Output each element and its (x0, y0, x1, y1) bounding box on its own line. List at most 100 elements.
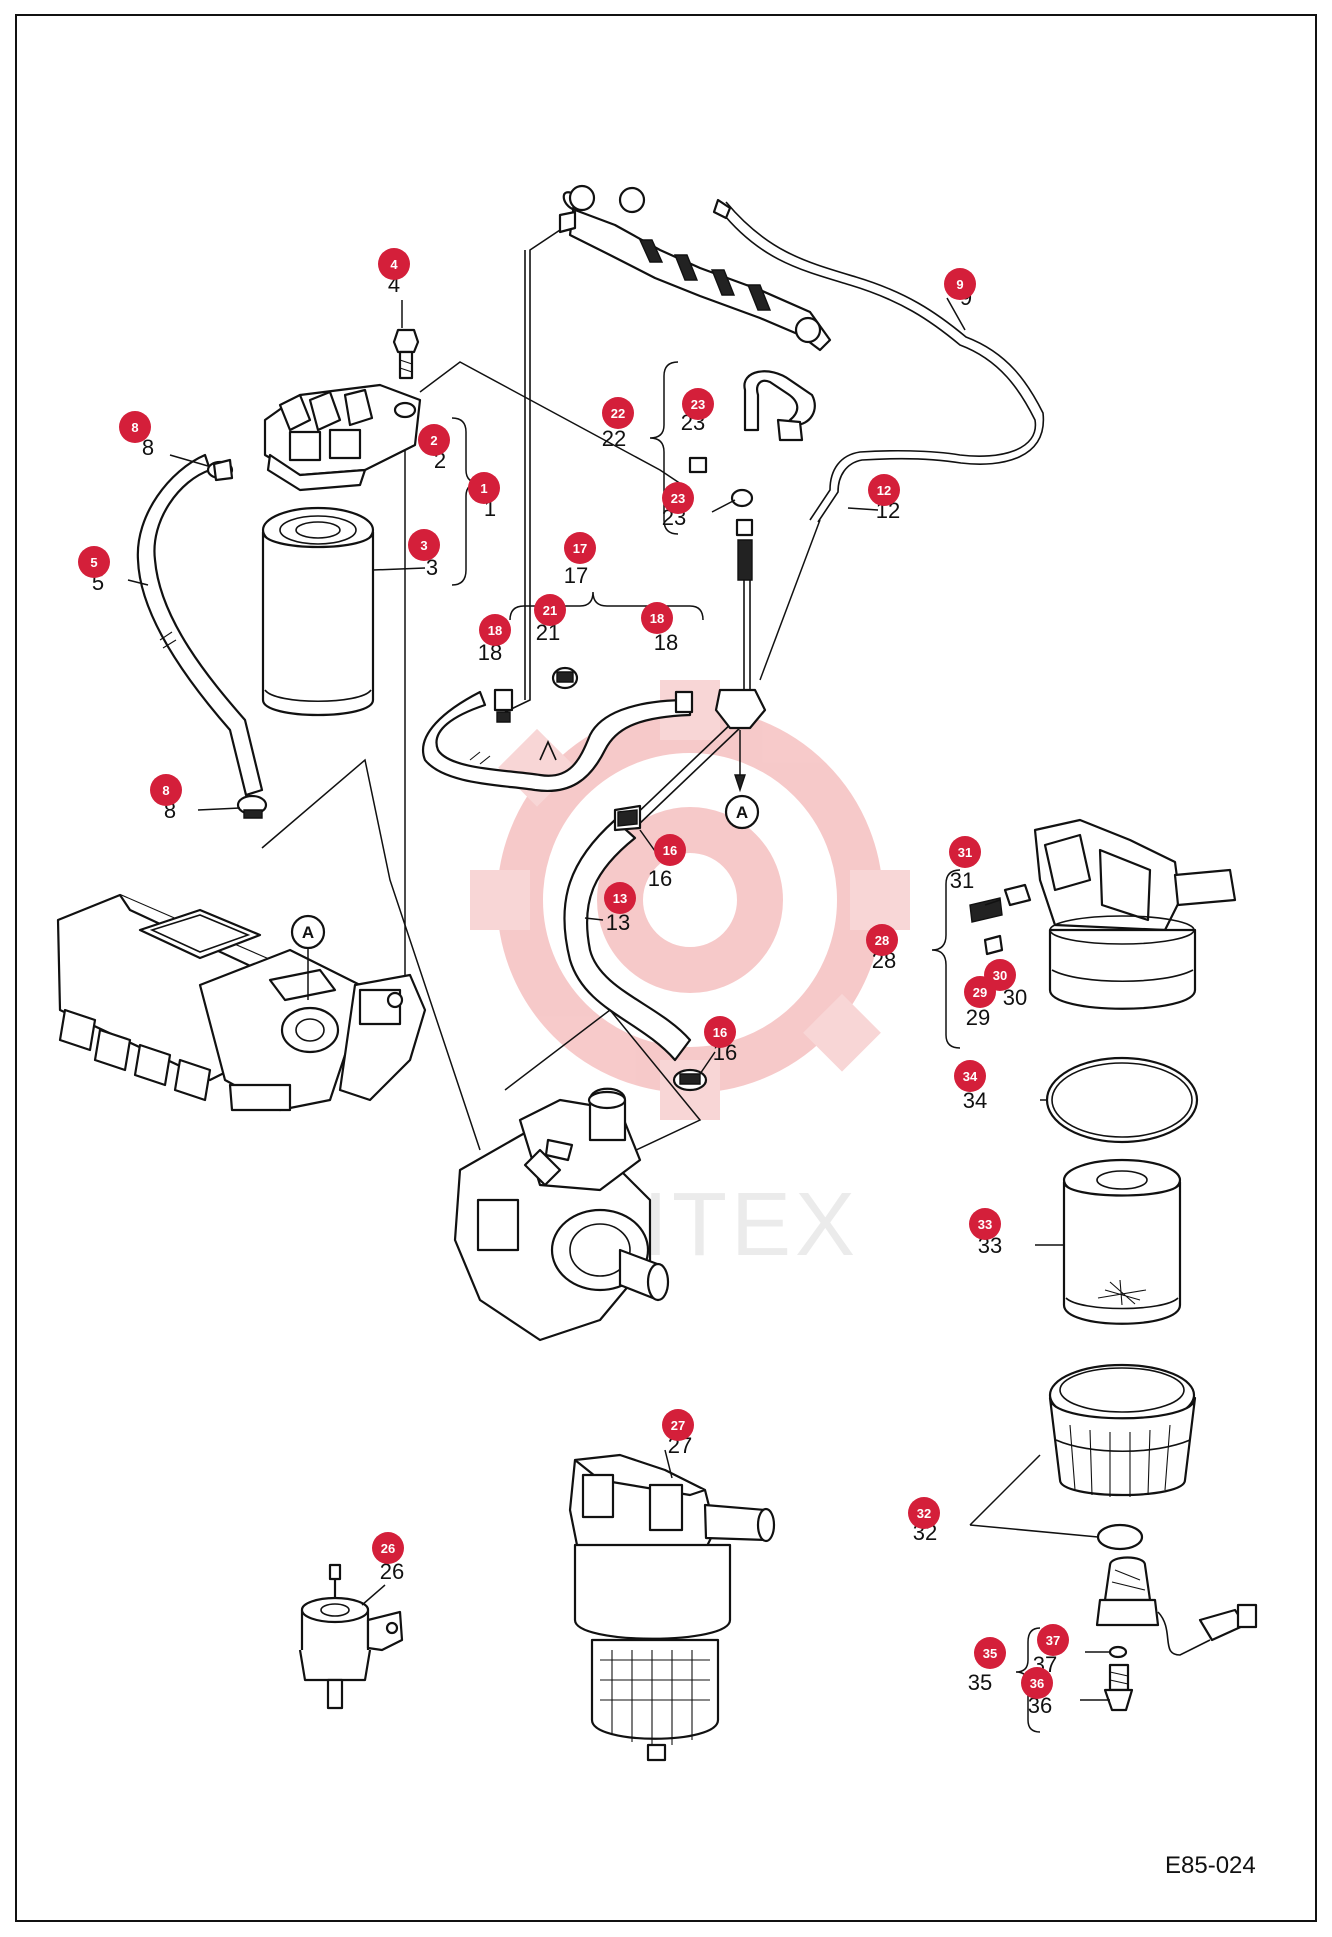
diagram-frame (15, 14, 1317, 1922)
callout-badge-31[interactable]: 31 (949, 836, 981, 868)
badge-circle (944, 268, 976, 300)
filter-head-2 (263, 383, 422, 492)
badge-circle (604, 882, 636, 914)
clamps-16 (613, 804, 708, 1092)
badge-label: 8 (131, 420, 138, 435)
badge-label: 36 (1030, 1676, 1044, 1691)
callout-badge-27[interactable]: 27 (662, 1409, 694, 1441)
callout-badge-5[interactable]: 5 (78, 546, 110, 578)
svg-text:A: A (736, 803, 748, 822)
badge-circle (378, 248, 410, 280)
callout-badge-32[interactable]: 32 (908, 1497, 940, 1529)
bolt-4 (392, 328, 420, 380)
badge-circle (949, 836, 981, 868)
badge-circle (662, 1409, 694, 1441)
filter-element-3 (261, 506, 375, 717)
callout-badge-37[interactable]: 37 (1037, 1624, 1069, 1656)
part-number-22: 22 (602, 426, 626, 451)
badge-circle (1021, 1667, 1053, 1699)
callout-badge-22[interactable]: 22 (602, 397, 634, 429)
callout-badge-16a[interactable]: 16 (654, 834, 686, 866)
part-number-13: 13 (606, 910, 630, 935)
badge-circle (866, 924, 898, 956)
badge-label: 23 (691, 397, 705, 412)
filter-element-33 (1062, 1158, 1182, 1325)
badge-circle (418, 424, 450, 456)
badge-circle (954, 1060, 986, 1092)
filter-head-28 (969, 818, 1237, 1010)
callout-badge-36[interactable]: 36 (1021, 1667, 1053, 1699)
part-number-8a: 8 (142, 435, 154, 460)
ref-marker-a-1: A (724, 794, 760, 830)
callout-badge-23a[interactable]: 23 (682, 388, 714, 420)
badge-circle (682, 388, 714, 420)
badge-circle (908, 1497, 940, 1529)
part-number-35: 35 (968, 1670, 992, 1695)
callout-badge-21[interactable]: 21 (534, 594, 566, 626)
part-number-3: 3 (426, 555, 438, 580)
callout-badge-18b[interactable]: 18 (641, 602, 673, 634)
badge-label: 28 (875, 933, 889, 948)
badge-circle (564, 532, 596, 564)
badge-label: 1 (480, 481, 487, 496)
callout-badge-33[interactable]: 33 (969, 1208, 1001, 1240)
callout-badge-35[interactable]: 35 (974, 1637, 1006, 1669)
callouts: 4488221133558899222223232323121217171818… (78, 248, 1069, 1718)
hose-17 (422, 666, 694, 793)
badge-label: 5 (90, 555, 97, 570)
pipes (261, 201, 1045, 1161)
callout-badge-13[interactable]: 13 (604, 882, 636, 914)
callout-badge-12[interactable]: 12 (868, 474, 900, 506)
badge-label: 16 (663, 843, 677, 858)
o-ring-34 (1045, 1056, 1199, 1144)
callout-badge-23b[interactable]: 23 (662, 482, 694, 514)
injection-pump (453, 1087, 670, 1342)
callout-badge-3[interactable]: 3 (408, 529, 440, 561)
badge-label: 17 (573, 541, 587, 556)
badge-label: 23 (671, 491, 685, 506)
badge-circle (602, 397, 634, 429)
callout-badge-4[interactable]: 4 (378, 248, 410, 280)
callout-badge-9[interactable]: 9 (944, 268, 976, 300)
reference-markers: AA (290, 794, 760, 1000)
callout-badge-28[interactable]: 28 (866, 924, 898, 956)
callout-badge-8a[interactable]: 8 (119, 411, 151, 443)
svg-text:A: A (302, 923, 314, 942)
part-number-34: 34 (963, 1088, 987, 1113)
badge-label: 2 (430, 433, 437, 448)
figure-code: E85-024 (1165, 1852, 1256, 1879)
badge-circle (534, 594, 566, 626)
callout-badge-18a[interactable]: 18 (479, 614, 511, 646)
ref-marker-a-2: A (290, 914, 326, 950)
badge-label: 8 (162, 783, 169, 798)
badge-circle (468, 472, 500, 504)
callout-badge-34[interactable]: 34 (954, 1060, 986, 1092)
badge-label: 12 (877, 483, 891, 498)
badge-label: 3 (420, 538, 427, 553)
callout-badge-2[interactable]: 2 (418, 424, 450, 456)
fuel-pump-26 (298, 1563, 404, 1710)
badge-label: 32 (917, 1506, 931, 1521)
badge-circle (964, 976, 996, 1008)
badge-circle (78, 546, 110, 578)
callout-badge-29[interactable]: 29 (964, 976, 996, 1008)
badge-circle (150, 774, 182, 806)
callout-badge-8b[interactable]: 8 (150, 774, 182, 806)
engine-block (56, 893, 427, 1112)
callout-badge-26[interactable]: 26 (372, 1532, 404, 1564)
badge-circle (704, 1016, 736, 1048)
badge-circle (654, 834, 686, 866)
part-number-16a: 16 (648, 866, 672, 891)
badge-label: 18 (650, 611, 664, 626)
common-rail (558, 184, 832, 352)
badge-label: 33 (978, 1217, 992, 1232)
callout-badge-16b[interactable]: 16 (704, 1016, 736, 1048)
badge-label: 18 (488, 623, 502, 638)
callout-badge-17[interactable]: 17 (564, 532, 596, 564)
filter-bowl-32 (1048, 1363, 1197, 1551)
badge-label: 21 (543, 603, 557, 618)
callout-badge-1[interactable]: 1 (468, 472, 500, 504)
badge-label: 31 (958, 845, 972, 860)
part-number-31: 31 (950, 868, 974, 893)
